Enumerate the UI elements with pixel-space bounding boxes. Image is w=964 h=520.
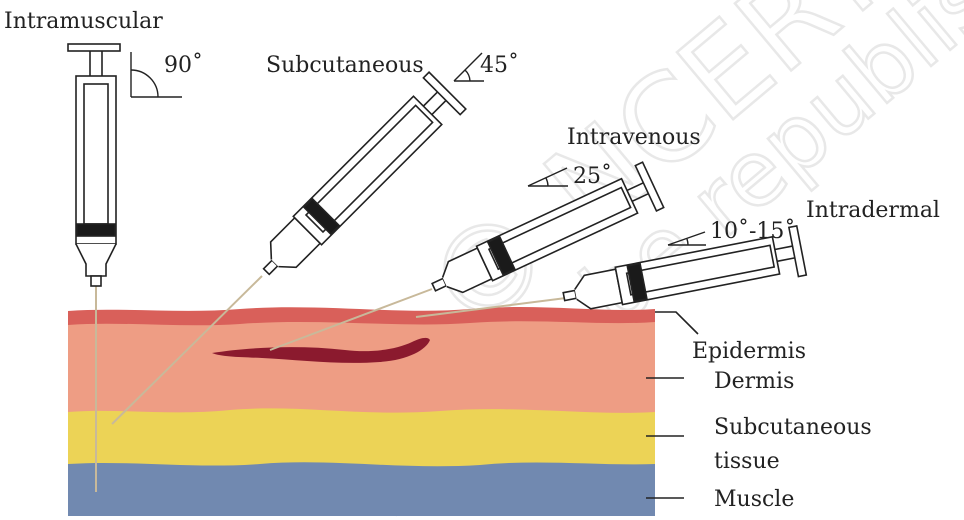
epidermis-label: Epidermis	[692, 339, 806, 364]
skin-block	[68, 307, 655, 516]
intramuscular-angle: 90˚	[164, 51, 203, 78]
subcutaneous-label: Subcutaneous	[266, 53, 424, 78]
intravenous-label: Intravenous	[567, 125, 701, 150]
subcutaneous-tissue-layer	[68, 406, 655, 466]
subcutaneous-tissue-label-line1: Subcutaneous	[714, 415, 872, 440]
subcutaneous-tissue-label-line2: tissue	[714, 449, 780, 474]
muscle-label: Muscle	[714, 487, 794, 512]
intramuscular-syringe	[68, 44, 120, 286]
intramuscular-label: Intramuscular	[4, 9, 163, 34]
muscle-layer	[68, 459, 655, 516]
dermis-layer	[68, 317, 655, 413]
intradermal-label: Intradermal	[806, 198, 940, 223]
subcutaneous-angle: 45˚	[480, 51, 519, 78]
intradermal-angle: 10˚-15˚	[710, 217, 795, 244]
intravenous-angle: 25˚	[573, 162, 612, 189]
dermis-label: Dermis	[714, 369, 794, 394]
intramuscular-plunger-band	[77, 224, 115, 236]
